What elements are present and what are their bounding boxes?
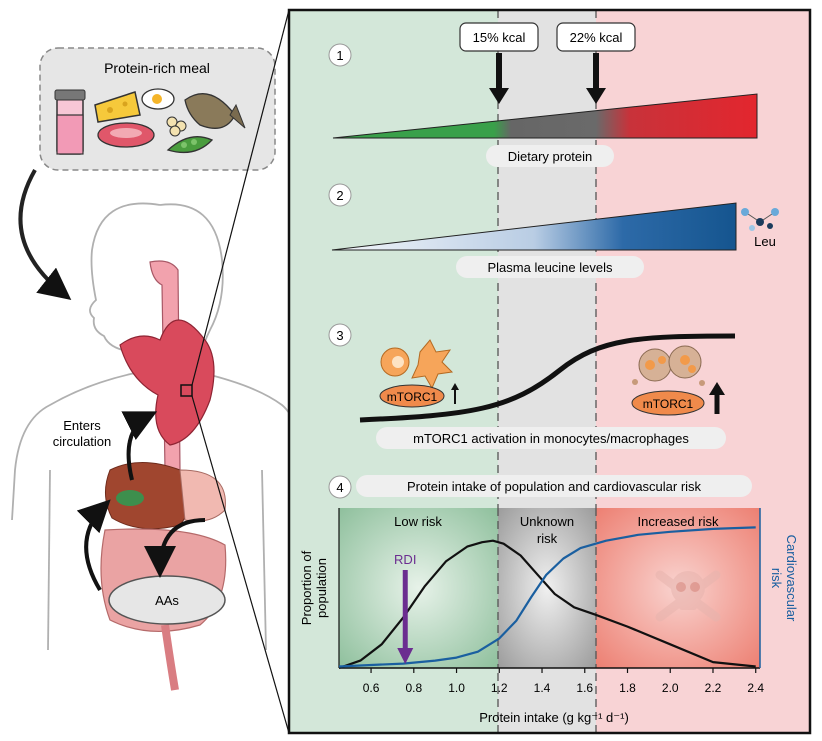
mtorc1-badge-right: mTORC1 [643,397,694,411]
skull-crossbones-icon [655,570,721,622]
meal-title: Protein-rich meal [104,60,210,76]
unknown-risk-label-2: risk [537,531,558,546]
svg-text:22% kcal: 22% kcal [570,30,623,45]
digestion-arrow [144,518,206,578]
x-tick-label: 2.0 [662,681,679,695]
x-tick-label: 1.6 [576,681,593,695]
aas-label: AAs [155,593,179,608]
x-axis-label: Protein intake (g kg⁻¹ d⁻¹) [479,710,629,725]
unknown-risk-label-1: Unknown [520,514,574,529]
x-tick-label: 0.6 [363,681,380,695]
meal-box: Protein-rich meal [39,47,276,171]
egg-icon [141,88,175,110]
right-axis-label-2: risk [769,568,784,589]
svg-text:4: 4 [336,480,343,495]
zoom-line-top [191,9,290,386]
leucine-label: Plasma leucine levels [487,260,613,275]
enters-label-2: circulation [53,434,112,449]
svg-text:2: 2 [336,188,343,203]
mtorc1-label: mTORC1 activation in monocytes/macrophag… [413,431,689,446]
monocyte-cells-icon [380,339,454,390]
cardiovascular-risk-line [338,526,756,668]
increased-risk-label: Increased risk [638,514,719,529]
svg-text:15% kcal: 15% kcal [473,30,526,45]
protein-shaker-icon [54,89,86,155]
row-1-dietary-protein: 1 Dietary protein [328,43,758,167]
low-risk-label: Low risk [394,514,442,529]
row-4-header: 4 Protein intake of population and cardi… [328,475,752,499]
rdi-arrow-head [397,648,414,664]
y-axis-label-1: Proportion of [299,550,314,625]
x-tick-label: 1.8 [619,681,636,695]
right-axis-label-1: Cardiovascular [784,535,799,622]
heart-zoom-box [180,384,193,397]
macrophage-cells-icon [632,345,705,386]
enters-label-1: Enters [63,418,101,433]
rdi-label: RDI [394,552,416,567]
leu-label: Leu [754,234,776,249]
svg-text:3: 3 [336,328,343,343]
dietary-protein-label: Dietary protein [508,149,593,164]
leucine-molecule-icon [741,208,779,231]
mtorc1-badge-left: mTORC1 [387,390,438,404]
row4-label: Protein intake of population and cardiov… [407,479,702,494]
x-tick-label: 2.2 [705,681,722,695]
digestive-organs: AAs [100,260,227,691]
nuts-icon [166,116,187,137]
x-tick-label: 2.4 [747,681,764,695]
risk-chart: Low risk Unknown risk Increased risk 0.6… [299,508,799,725]
meal-to-mouth-arrow [18,169,72,300]
circulation-arrow [121,411,158,481]
row-2-leucine: 2 Plasma leucine levels Leu [328,183,779,278]
x-tick-label: 1.4 [534,681,551,695]
y-axis-label-2: population [314,558,329,618]
svg-text:1: 1 [336,48,343,63]
fish-icon [184,93,246,129]
steak-icon [97,122,155,148]
threshold-15: 15% kcal [459,22,539,104]
absorption-arrow [76,499,111,592]
x-tick-label: 1.0 [448,681,465,695]
zoom-line-bottom [191,395,290,734]
row-3-mtorc1: 3 mTORC1 mTORC1 mTORC1 activation in mon… [328,323,736,449]
x-tick-label: 1.2 [491,681,508,695]
peas-icon [166,136,214,154]
cheese-icon [94,91,141,123]
threshold-22: 22% kcal [556,22,636,104]
x-tick-label: 0.8 [405,681,422,695]
